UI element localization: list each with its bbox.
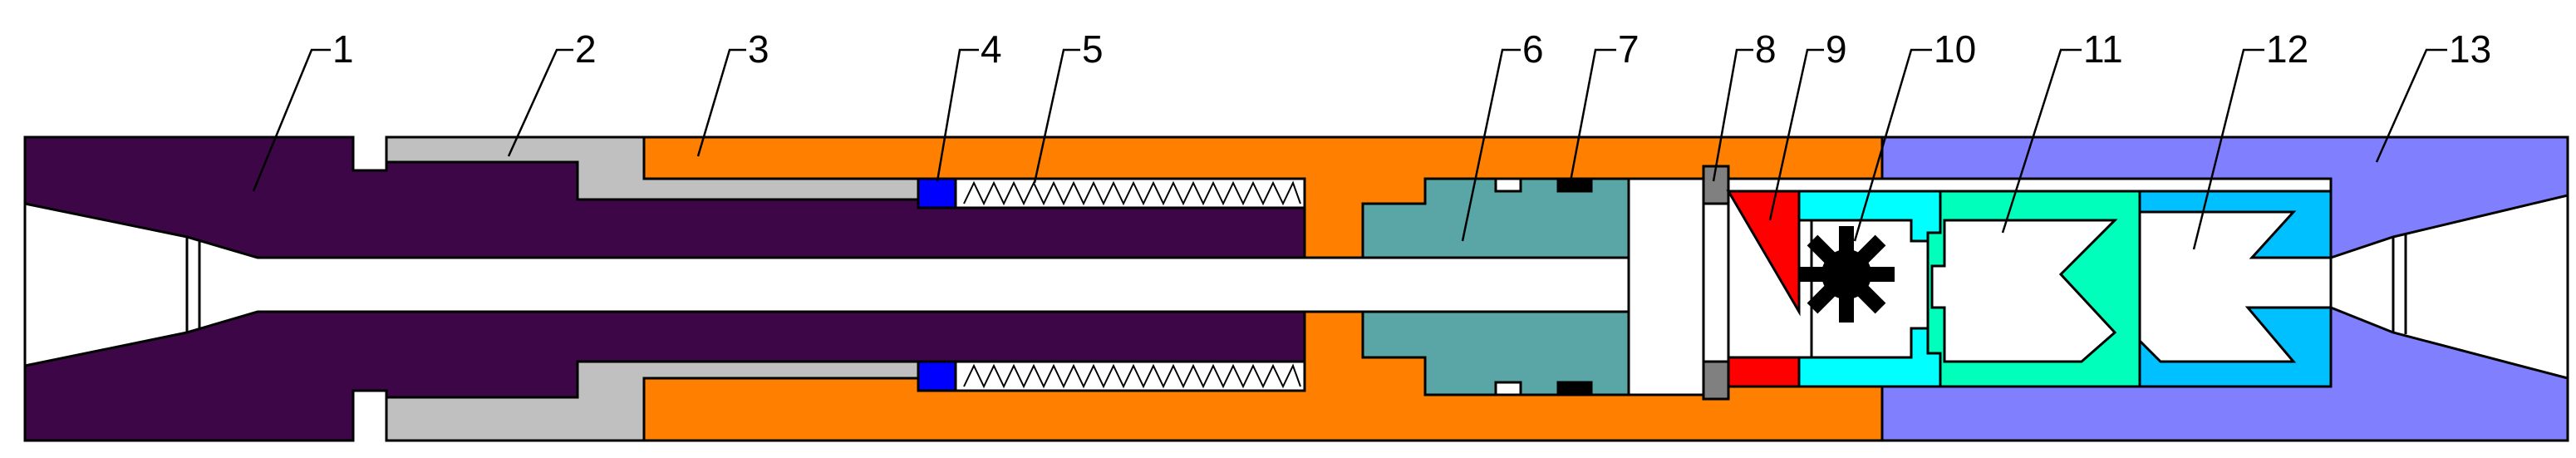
label-11: 11 bbox=[2083, 27, 2123, 71]
part-7-seal-bottom-a bbox=[1494, 381, 1522, 396]
label-8: 8 bbox=[1755, 27, 1777, 71]
label-4: 4 bbox=[981, 27, 1002, 71]
label-7: 7 bbox=[1618, 27, 1639, 71]
label-1: 1 bbox=[332, 27, 354, 71]
part-9-block-bottom bbox=[1727, 356, 1801, 388]
part-10-impeller bbox=[1798, 226, 1895, 323]
part-7-seal-bottom-b bbox=[1556, 381, 1593, 396]
label-12: 12 bbox=[2266, 27, 2308, 71]
part-5-coil-bottom bbox=[963, 363, 1301, 389]
part-8-seal-body bbox=[1702, 202, 1730, 363]
label-13: 13 bbox=[2449, 27, 2491, 71]
part-4-ring-bottom bbox=[917, 360, 957, 392]
label-9: 9 bbox=[1826, 27, 1847, 71]
part-7-seal-top-a bbox=[1494, 177, 1522, 193]
label-3: 3 bbox=[748, 27, 769, 71]
part-4-ring-top bbox=[917, 177, 957, 209]
label-10: 10 bbox=[1934, 27, 1976, 71]
part-11-valve-cut bbox=[1930, 219, 2118, 363]
label-6: 6 bbox=[1522, 27, 1544, 71]
part-8-seal-bottom bbox=[1702, 360, 1730, 401]
part-5-coil-top bbox=[963, 180, 1301, 206]
spacer-ring bbox=[1627, 177, 1705, 396]
part-7-seal-top-b bbox=[1556, 177, 1593, 193]
label-5: 5 bbox=[1082, 27, 1104, 71]
part-9-deflector-top bbox=[1726, 190, 1801, 317]
part-12-valve-cut bbox=[2138, 210, 2333, 363]
leader-lines bbox=[252, 48, 2447, 250]
label-2: 2 bbox=[575, 27, 597, 71]
